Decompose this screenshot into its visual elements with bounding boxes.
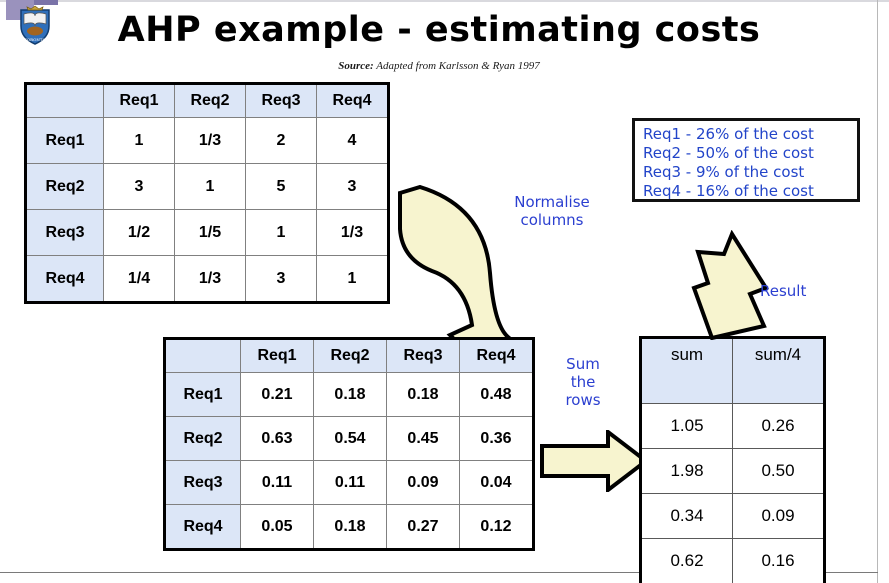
normalise-curved-arrow-icon xyxy=(398,185,512,360)
cell-sum4-r3: 0.09 xyxy=(732,493,825,539)
cell-r4c1: 1/4 xyxy=(103,255,175,303)
slide-right-rule xyxy=(877,0,878,583)
row-header-req4: Req4 xyxy=(25,255,104,303)
cell-r4c2: 1/3 xyxy=(174,255,246,303)
table-row: 1.05 0.26 xyxy=(640,403,825,449)
cell-sum4-r2: 0.50 xyxy=(732,448,825,494)
cell-r4c4: 0.12 xyxy=(459,504,534,550)
table-row: Req3 0.11 0.11 0.09 0.04 xyxy=(164,460,534,505)
table-row: Req4 0.05 0.18 0.27 0.12 xyxy=(164,504,534,550)
row-header-req2: Req2 xyxy=(164,416,241,461)
row-header-req3: Req3 xyxy=(164,460,241,505)
crest-icon: TORONTO xyxy=(20,5,50,45)
cell-r1c1: 0.21 xyxy=(240,372,314,417)
cell-r2c3: 0.45 xyxy=(386,416,460,461)
result-percentages-box: Req1 - 26% of the cost Req2 - 50% of the… xyxy=(632,118,860,202)
table-header-row: Req1 Req2 Req3 Req4 xyxy=(25,83,389,118)
col-header-req2: Req2 xyxy=(313,338,387,373)
col-header-req4: Req4 xyxy=(459,338,534,373)
cell-sum-r3: 0.34 xyxy=(640,493,733,539)
cell-r4c3: 0.27 xyxy=(386,504,460,550)
page-title: AHP example - estimating costs xyxy=(117,10,761,50)
cell-r3c1: 1/2 xyxy=(103,209,175,256)
normalise-columns-label: Normalise columns xyxy=(514,193,590,229)
cell-sum4-r4: 0.16 xyxy=(732,538,825,583)
table-row: Req4 1/4 1/3 3 1 xyxy=(25,255,389,303)
row-sum-table: sum sum/4 1.05 0.26 1.98 0.50 0.34 0.09 … xyxy=(639,336,826,583)
cell-r3c4: 0.04 xyxy=(459,460,534,505)
row-header-req2: Req2 xyxy=(25,163,104,210)
table-row: 1.98 0.50 xyxy=(640,448,825,494)
cell-sum-r1: 1.05 xyxy=(640,403,733,449)
table-row: 0.34 0.09 xyxy=(640,493,825,539)
table-row: Req1 1 1/3 2 4 xyxy=(25,117,389,164)
col-header-req1: Req1 xyxy=(240,338,314,373)
slide-bottom-rule xyxy=(0,572,878,573)
sum-rows-right-arrow-icon xyxy=(540,430,650,492)
col-header-req3: Req3 xyxy=(245,83,317,118)
cell-r3c2: 0.11 xyxy=(313,460,387,505)
source-text: Adapted from Karlsson & Ryan 1997 xyxy=(373,60,540,72)
table-row: Req1 0.21 0.18 0.18 0.48 xyxy=(164,372,534,417)
matrix-corner-cell xyxy=(164,338,241,373)
cell-r1c4: 0.48 xyxy=(459,372,534,417)
normalised-matrix: Req1 Req2 Req3 Req4 Req1 0.21 0.18 0.18 … xyxy=(163,337,535,551)
matrix-corner-cell xyxy=(25,83,104,118)
table-row: Req2 0.63 0.54 0.45 0.36 xyxy=(164,416,534,461)
cell-r4c2: 0.18 xyxy=(313,504,387,550)
cell-sum-r4: 0.62 xyxy=(640,538,733,583)
slide-top-rule xyxy=(0,0,889,2)
row-header-req1: Req1 xyxy=(164,372,241,417)
cell-r3c3: 1 xyxy=(245,209,317,256)
cell-r1c3: 2 xyxy=(245,117,317,164)
cell-r4c1: 0.05 xyxy=(240,504,314,550)
cell-r2c2: 1 xyxy=(174,163,246,210)
cell-r2c4: 3 xyxy=(316,163,389,210)
col-header-sum-div4: sum/4 xyxy=(732,337,825,404)
table-header-row: Req1 Req2 Req3 Req4 xyxy=(164,338,534,373)
cell-r3c3: 0.09 xyxy=(386,460,460,505)
col-header-req4: Req4 xyxy=(316,83,389,118)
cell-r4c4: 1 xyxy=(316,255,389,303)
table-row: 0.62 0.16 xyxy=(640,538,825,583)
col-header-sum: sum xyxy=(640,337,733,404)
table-row: Req2 3 1 5 3 xyxy=(25,163,389,210)
table-row: Req3 1/2 1/5 1 1/3 xyxy=(25,209,389,256)
cell-r1c3: 0.18 xyxy=(386,372,460,417)
source-label: Source: xyxy=(338,60,374,72)
cell-r4c3: 3 xyxy=(245,255,317,303)
result-line-req3: Req3 - 9% of the cost xyxy=(643,163,805,181)
cell-r1c2: 0.18 xyxy=(313,372,387,417)
sum-the-rows-label: Sum the rows xyxy=(565,355,601,409)
result-up-arrow-icon xyxy=(691,230,769,340)
result-line-req1: Req1 - 26% of the cost xyxy=(643,125,814,143)
row-header-req1: Req1 xyxy=(25,117,104,164)
col-header-req2: Req2 xyxy=(174,83,246,118)
svg-text:TORONTO: TORONTO xyxy=(24,37,46,42)
cell-r2c1: 0.63 xyxy=(240,416,314,461)
cell-sum4-r1: 0.26 xyxy=(732,403,825,449)
pairwise-comparison-matrix: Req1 Req2 Req3 Req4 Req1 1 1/3 2 4 Req2 … xyxy=(24,82,390,304)
cell-r1c2: 1/3 xyxy=(174,117,246,164)
cell-r3c1: 0.11 xyxy=(240,460,314,505)
cell-r3c2: 1/5 xyxy=(174,209,246,256)
row-header-req4: Req4 xyxy=(164,504,241,550)
result-line-req2: Req2 - 50% of the cost xyxy=(643,144,814,162)
source-credit: Source: Adapted from Karlsson & Ryan 199… xyxy=(0,60,878,72)
cell-r3c4: 1/3 xyxy=(316,209,389,256)
cell-sum-r2: 1.98 xyxy=(640,448,733,494)
table-header-row: sum sum/4 xyxy=(640,337,825,404)
result-line-req4: Req4 - 16% of the cost xyxy=(643,182,814,200)
university-crest-logo: TORONTO xyxy=(6,0,60,46)
col-header-req3: Req3 xyxy=(386,338,460,373)
result-label: Result xyxy=(760,282,807,300)
cell-r1c1: 1 xyxy=(103,117,175,164)
cell-r2c1: 3 xyxy=(103,163,175,210)
cell-r2c2: 0.54 xyxy=(313,416,387,461)
row-header-req3: Req3 xyxy=(25,209,104,256)
cell-r1c4: 4 xyxy=(316,117,389,164)
col-header-req1: Req1 xyxy=(103,83,175,118)
cell-r2c4: 0.36 xyxy=(459,416,534,461)
cell-r2c3: 5 xyxy=(245,163,317,210)
